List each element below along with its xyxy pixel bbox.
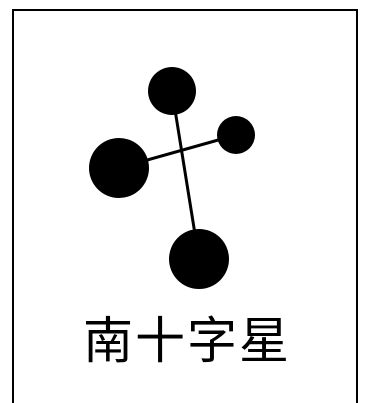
- sign-caption: 南十字星: [83, 312, 291, 370]
- southern-cross-constellation-icon: [89, 67, 255, 289]
- top-star-dot: [148, 67, 196, 115]
- bottom-star-dot: [169, 229, 229, 289]
- right-star-dot: [217, 116, 255, 154]
- left-star-dot: [89, 138, 149, 198]
- constellation-sign: 南十字星: [12, 9, 358, 403]
